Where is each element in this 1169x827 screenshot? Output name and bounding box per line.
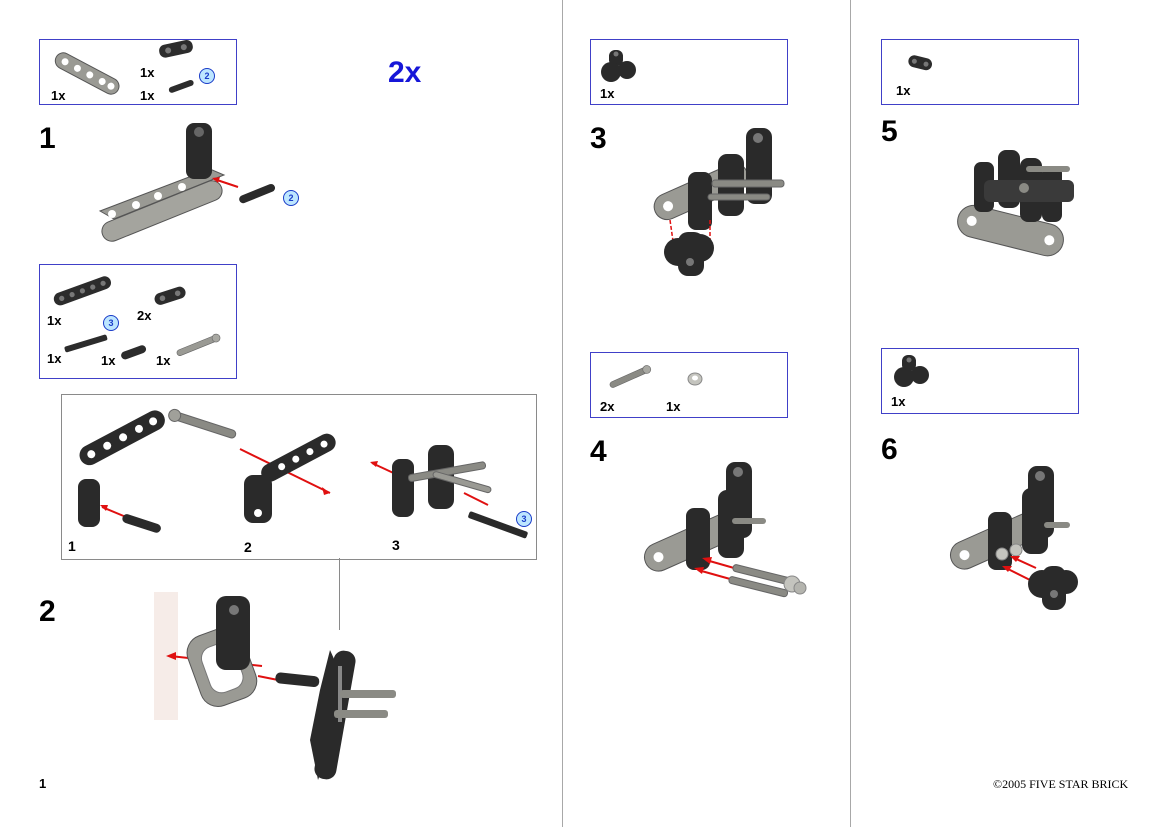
pin-icon [121, 345, 147, 360]
arrow-icon [212, 177, 220, 183]
length-badge: 2 [199, 68, 215, 84]
parts-box-5: 1x [881, 39, 1079, 105]
step6-assembly-illustration [949, 466, 1078, 610]
copyright-text: ©2005 FIVE STAR BRICK [993, 777, 1129, 791]
arrow-icon [1013, 557, 1037, 569]
length-badge: 3 [103, 315, 119, 331]
column-divider-1 [562, 0, 563, 827]
qty-label: 1x [101, 353, 116, 368]
step-number: 1 [39, 122, 56, 155]
step1-assembly-illustration [98, 123, 276, 242]
parts-box-6: 1x [881, 348, 1079, 414]
qty-label: 1x [156, 353, 171, 368]
arrow-icon [1005, 567, 1031, 581]
qty-label: 1x [140, 88, 155, 103]
connector-icon [159, 40, 193, 58]
step2-assembly-illustration [154, 592, 396, 780]
pin-icon [239, 183, 276, 204]
qty-label: 1x [896, 83, 911, 98]
parts-box-1: 1x 1x 1x 2 [39, 39, 237, 105]
connector-icon [601, 50, 636, 82]
qty-label: 1x [891, 394, 906, 409]
parts-box-4: 2x 1x [590, 352, 788, 418]
liftarm-dark-icon [53, 276, 111, 306]
axle-icon [609, 365, 652, 388]
parts-box-3: 1x [590, 39, 788, 105]
qty-label: 1x [600, 86, 615, 101]
connector-line [339, 558, 340, 630]
multiplier-label: 2x [388, 56, 422, 89]
qty-label: 1x [51, 88, 66, 103]
substep-number: 1 [68, 538, 76, 554]
arrow-icon [166, 652, 176, 660]
step3-assembly-illustration [653, 128, 785, 276]
substep-number: 3 [392, 537, 400, 553]
substep-number: 2 [244, 539, 252, 555]
step-number: 3 [590, 122, 607, 155]
axle-icon [64, 334, 108, 353]
connector-icon [186, 123, 212, 179]
substep2-illustration [168, 408, 336, 523]
step-number: 6 [881, 433, 898, 466]
column-divider-2 [850, 0, 851, 827]
qty-label: 1x [47, 351, 62, 366]
qty-label: 1x [666, 399, 681, 414]
page-number: 1 [39, 776, 47, 791]
step-number: 5 [881, 115, 898, 148]
step-number: 4 [590, 435, 607, 468]
qty-label: 2x [137, 308, 152, 323]
qty-label: 1x [47, 313, 62, 328]
sub-assembly-box: 1 2 3 3 [61, 394, 537, 560]
connector-icon [908, 55, 933, 71]
qty-label: 2x [600, 399, 615, 414]
liftarm-light-icon [54, 52, 120, 95]
liftarm-light-icon [98, 168, 226, 242]
bush-icon [687, 372, 703, 386]
substep1-illustration [78, 410, 165, 533]
substep3-illustration [370, 445, 528, 539]
step4-assembly-illustration [643, 462, 807, 598]
connector-icon [154, 286, 186, 305]
length-badge: 2 [283, 190, 299, 206]
parts-box-2: 1x 2x 1x 1x 1x 3 [39, 264, 237, 379]
qty-label: 1x [140, 65, 155, 80]
pin-icon [168, 79, 194, 93]
axle-icon [176, 333, 221, 356]
step-number: 2 [39, 595, 56, 628]
length-badge: 3 [516, 511, 532, 527]
connector-icon [894, 355, 929, 387]
step5-assembly-illustration [957, 150, 1074, 257]
